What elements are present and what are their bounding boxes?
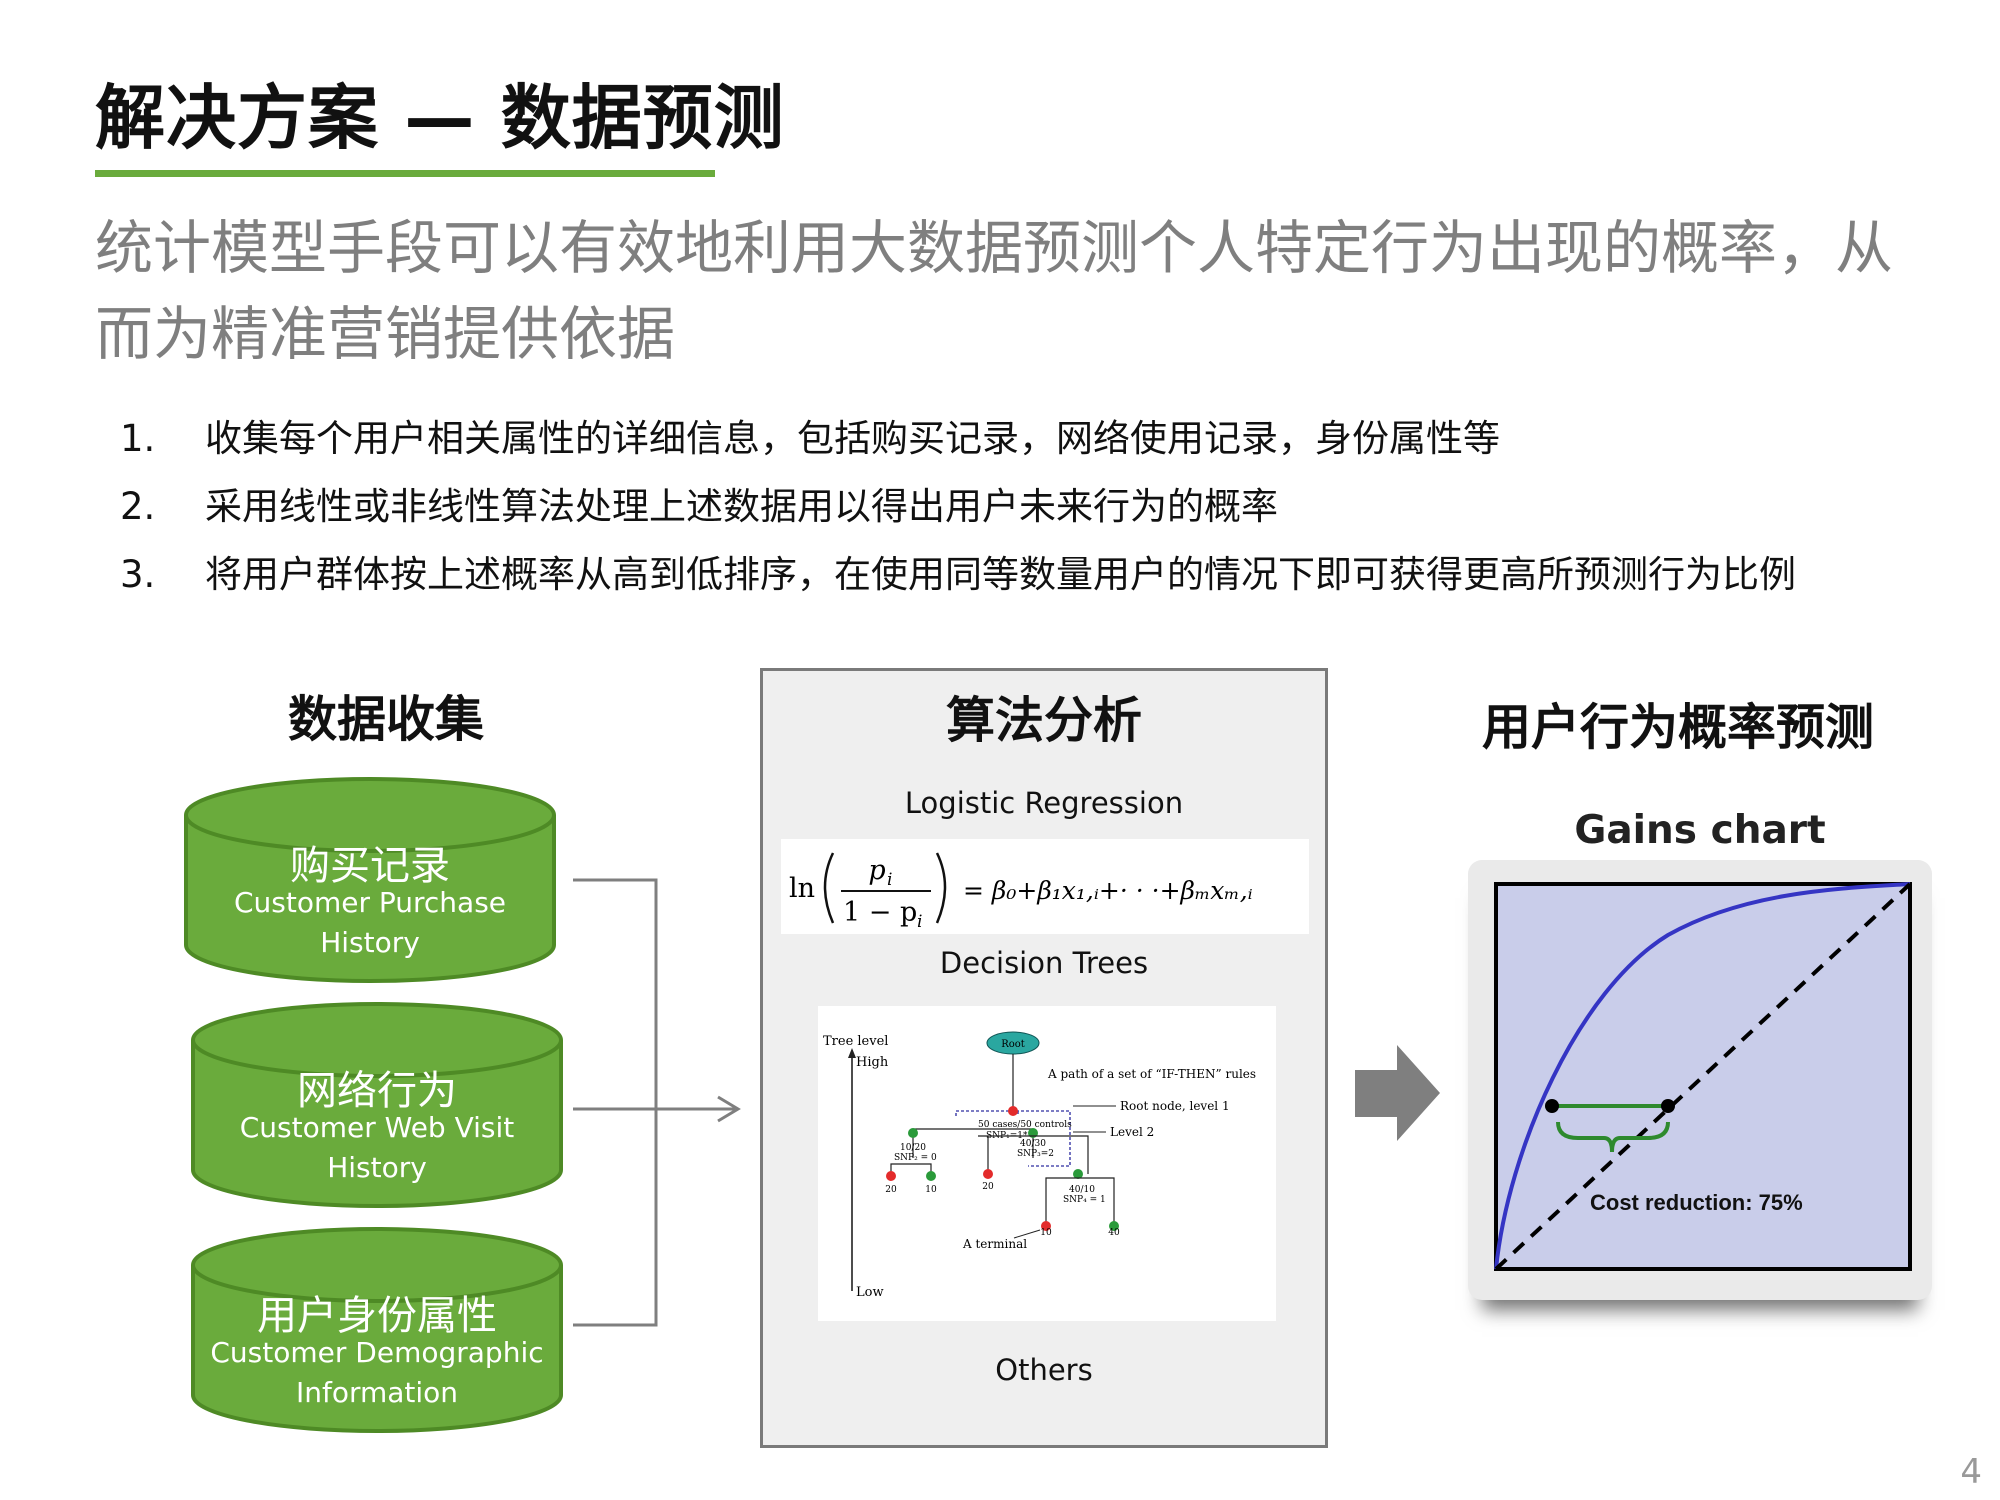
gains-curve [1494,882,1911,1270]
decision-tree-figure: Tree level High Low Root A path of a set… [818,1006,1276,1321]
steps-list: 1. 收集每个用户相关属性的详细信息，包括购买记录，网络使用记录，身份属性等 2.… [120,405,1796,609]
gains-chart: Cost reduction: 75% [1494,882,1912,1271]
algorithm-panel: 算法分析 Logistic Regression ln p i 1 − p i … [760,668,1328,1448]
algorithm-heading: 算法分析 [945,692,1142,749]
list-item: 2. 采用线性或非线性算法处理上述数据用以得出用户未来行为的概率 [120,473,1796,541]
tree-root-label: Root [1001,1039,1025,1050]
step-number: 1. [120,417,156,460]
database-cylinder-icon [184,777,556,983]
others-label: Others [995,1353,1093,1387]
step-number: 2. [120,485,156,528]
baseline-point [1661,1099,1675,1113]
tree-level2-note: Level 2 [1110,1125,1154,1139]
cylinder-subtitle-line2: History [327,1151,427,1184]
cylinder-subtitle-line1: Customer Demographic [210,1336,544,1369]
tree-leaf-value: 20 [885,1185,897,1195]
tree-root-node-note: Root node, level 1 [1120,1099,1230,1113]
cylinder-title: 网络行为 [297,1068,457,1114]
cylinder-subtitle-line2: History [320,926,420,959]
gains-chart-frame: Cost reduction: 75% [1468,860,1932,1300]
cylinder-web-visit-history: 网络行为 Customer Web Visit History [190,1000,564,1210]
formula-denominator-sub: i [917,912,922,932]
database-cylinder-icon [191,1002,563,1208]
prediction-heading: 用户行为概率预测 [1482,699,1875,756]
list-item: 1. 收集每个用户相关属性的详细信息，包括购买记录，网络使用记录，身份属性等 [120,405,1796,473]
logistic-regression-label: Logistic Regression [904,786,1184,820]
tree-high-label: High [856,1055,889,1070]
arrow-right-icon [1355,1045,1440,1141]
tree-leaf-value: 20 [982,1182,994,1192]
tree-left-counts: 10/20 [900,1143,926,1153]
tree-mid-rule: SNP₃=2 [1017,1149,1054,1159]
title-underline [95,170,715,177]
list-item: 3. 将用户群体按上述概率从高到低排序，在使用同等数量用户的情况下即可获得更高所预… [120,541,1796,609]
cylinder-title: 用户身份属性 [257,1293,497,1339]
tree-level-label: Tree level [823,1034,888,1049]
database-cylinder-icon [191,1227,563,1433]
subtitle: 统计模型手段可以有效地利用大数据预测个人特定行为出现的概率，从而为精准营销提供依… [95,214,1894,368]
curve-point [1545,1099,1559,1113]
tree-path-note: A path of a set of “IF-THEN” rules [1047,1067,1256,1081]
tree-leaf-value: 10 [925,1185,937,1195]
step-number: 3. [120,553,156,596]
tree-terminal-note: A terminal [962,1237,1027,1251]
cylinder-demographic-information: 用户身份属性 Customer Demographic Information [190,1225,564,1435]
collection-heading: 数据收集 [288,691,485,748]
tree-root-counts: 50 cases/50 controls [978,1120,1072,1130]
tree-leaf-value: 10 [1040,1228,1052,1238]
formula-ln: ln [789,873,815,904]
decision-tree-svg: Tree level High Low Root A path of a set… [823,1031,1256,1300]
gains-chart-title: Gains chart [1574,808,1826,853]
decision-trees-label: Decision Trees [939,946,1149,980]
tree-leaf-value: 40 [1108,1228,1120,1238]
step-text: 将用户群体按上述概率从高到低排序，在使用同等数量用户的情况下即可获得更高所预测行… [205,553,1796,596]
cylinder-purchase-history: 购买记录 Customer Purchase History [183,775,557,985]
arrow-right-icon [717,1095,741,1123]
step-text: 收集每个用户相关属性的详细信息，包括购买记录，网络使用记录，身份属性等 [205,417,1500,460]
tree-deep-rule: SNP₄ = 1 [1063,1195,1106,1205]
tree-deep-counts: 40/10 [1069,1185,1095,1195]
page-title: 解决方案 — 数据预测 [95,77,785,159]
tree-left-rule: SNP₂ = 0 [894,1153,937,1163]
brace-icon [1556,1121,1670,1153]
cylinder-title: 购买记录 [290,843,450,889]
cylinder-subtitle-line1: Customer Web Visit [239,1111,515,1144]
bracket-connector [573,878,741,1327]
formula-denominator: 1 − p [843,897,917,928]
page-number: 4 [1960,1452,1982,1492]
cylinder-subtitle-line1: Customer Purchase [233,886,507,919]
formula-rhs: = β₀+β₁x₁,ᵢ+· · ·+βₘxₘ,ᵢ [963,876,1253,905]
step-text: 采用线性或非线性算法处理上述数据用以得出用户未来行为的概率 [205,485,1278,528]
tree-mid-counts: 40/30 [1020,1139,1046,1149]
formula-numerator-sub: i [887,870,892,890]
cylinder-subtitle-line2: Information [295,1376,459,1409]
formula-svg: ln p i 1 − p i = β₀+β₁x₁,ᵢ+· · ·+βₘxₘ,ᵢ [789,852,1253,932]
tree-low-label: Low [856,1285,884,1300]
cost-reduction-label: Cost reduction: 75% [1590,1190,1803,1215]
logistic-formula: ln p i 1 − p i = β₀+β₁x₁,ᵢ+· · ·+βₘxₘ,ᵢ [781,839,1309,934]
formula-numerator: p [868,855,885,886]
